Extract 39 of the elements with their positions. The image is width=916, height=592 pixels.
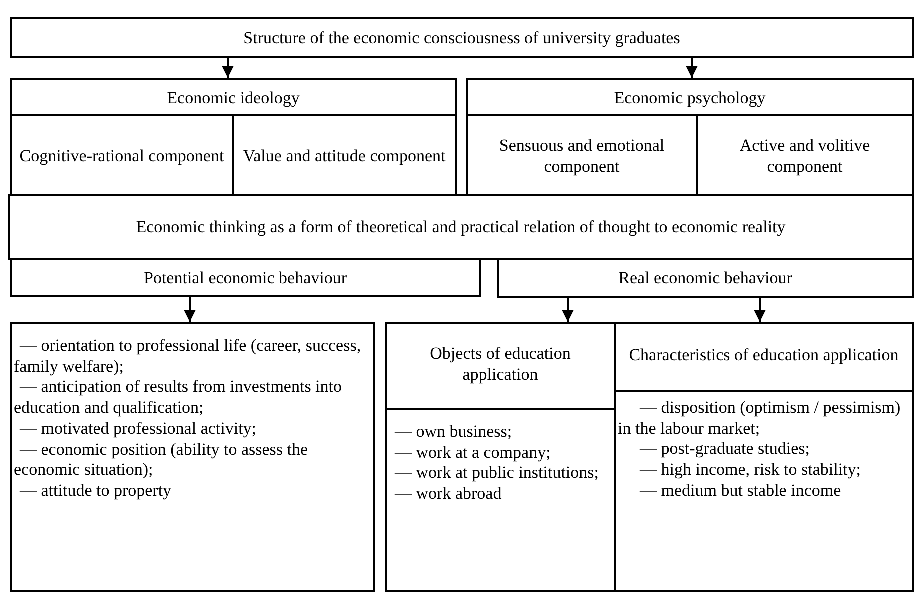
arrow [754, 298, 766, 322]
box-label: Economic thinking as a form of theoretical and practical relation of thought to economic reality [135, 216, 787, 238]
box [10, 258, 481, 297]
arrow [184, 297, 196, 322]
box [385, 322, 616, 592]
list-item: — attitude to property [18, 481, 173, 502]
list-item: — economic position (ability to assess the economic situation); [14, 440, 310, 482]
group-heading: Economic psychology [613, 87, 767, 109]
arrow [222, 58, 234, 78]
list-item: — work at a company; [394, 442, 552, 464]
box [10, 322, 375, 592]
list-item: — high income, risk to stability; [638, 460, 862, 481]
list-item: — orientation to professional life (career, success, family welfare); [14, 336, 362, 378]
arrow [686, 58, 698, 78]
group-heading: Economic ideology [166, 87, 301, 109]
list-item: — work abroad [394, 484, 503, 505]
list-item: — own business; [394, 422, 514, 443]
list-item: — anticipation of results from investments into education and qualification; [14, 377, 344, 419]
box-label: Structure of the economic consciousness of university graduates [242, 26, 682, 48]
box-label: Potential economic behaviour [143, 266, 348, 288]
box-label: Active and volitive component [738, 134, 872, 178]
box [497, 258, 914, 298]
box [10, 78, 457, 196]
list-item: — post-graduate studies; [638, 439, 811, 460]
arrow [562, 298, 574, 322]
column-heading: Characteristics of education application [628, 344, 900, 366]
list-item: — work at public institutions; [394, 463, 600, 484]
box-label: Cognitive-rational component [18, 145, 226, 167]
box [8, 194, 914, 260]
box [10, 17, 914, 58]
box-label: Value and attitude component [242, 145, 447, 167]
box [466, 78, 914, 196]
list-item: — medium but stable income [638, 480, 842, 502]
box-label: Real economic behaviour [618, 267, 794, 289]
list-item: — disposition (optimism / pessimism) in the labour market; [618, 398, 902, 440]
box-label: Sensuous and emotional component [498, 134, 666, 178]
column-heading: Objects of education application [429, 342, 572, 386]
box [614, 322, 914, 592]
list-item: — motivated professional activity; [18, 418, 258, 440]
